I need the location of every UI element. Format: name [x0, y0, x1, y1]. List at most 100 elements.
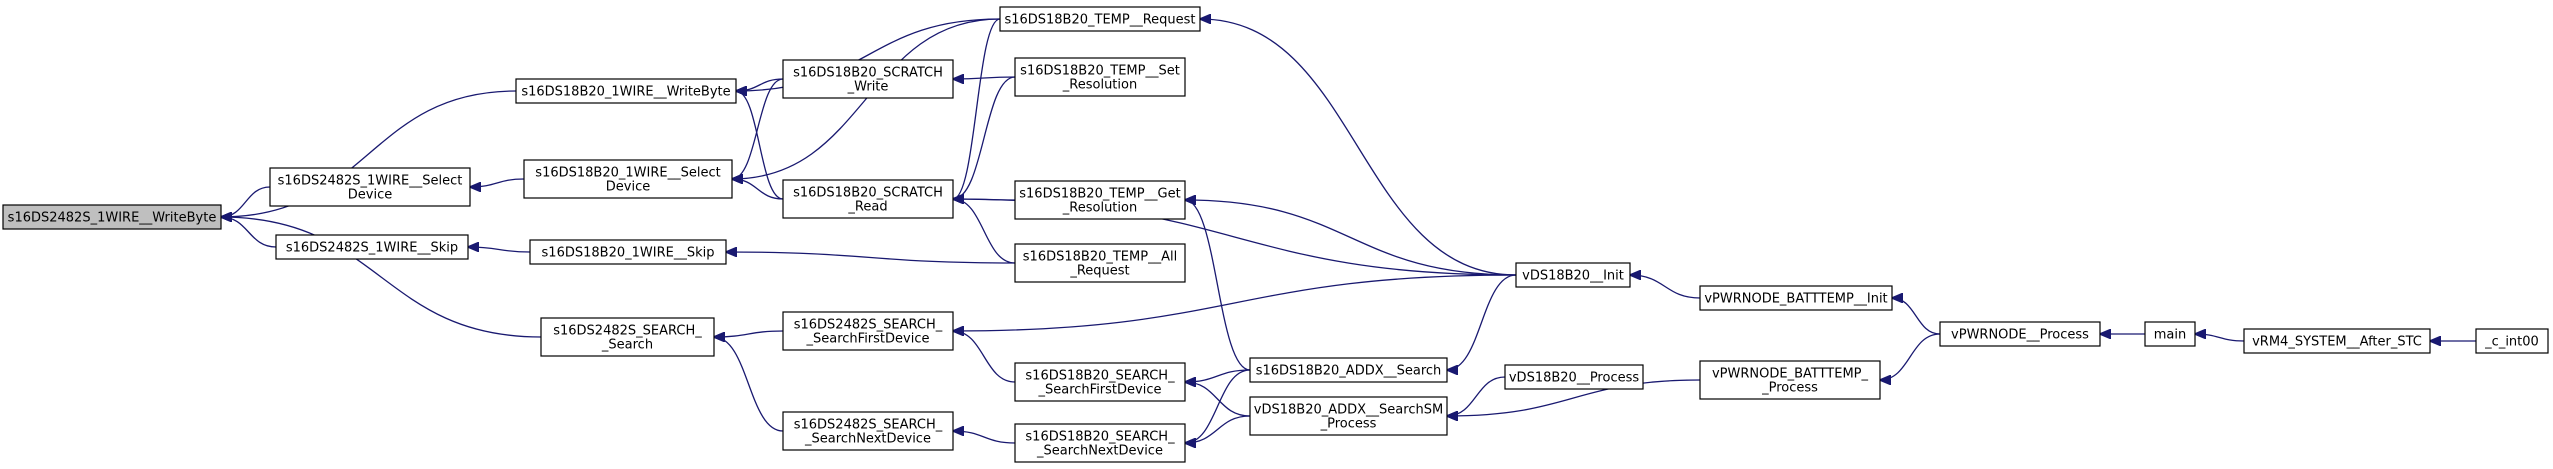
function-node-root[interactable]: s16DS2482S_1WIRE__WriteByte: [2, 204, 222, 230]
function-node-tempreq[interactable]: s16DS18B20_TEMP__Request: [999, 6, 1201, 32]
function-node-label: s16DS2482S_1WIRE__Select: [278, 174, 463, 189]
function-node-label: _Write: [847, 80, 889, 95]
function-node-box: [275, 234, 469, 260]
function-node-label: Device: [606, 180, 650, 195]
function-node-label: vPWRNODE_BATTTEMP__Init: [1704, 292, 1887, 307]
function-node-box: [1699, 360, 1881, 400]
function-node-addxsearch[interactable]: s16DS18B20_ADDX__Search: [1249, 357, 1448, 383]
function-node-pwrproc[interactable]: vPWRNODE__Process: [1939, 321, 2101, 347]
function-node-label: _Read: [847, 200, 887, 215]
function-node-box: [2144, 321, 2196, 347]
call-edge-tempall-to-scratchread: [953, 199, 1016, 264]
function-node-label: _SearchNextDevice: [804, 432, 931, 447]
function-node-label: s16DS18B20_TEMP__All: [1023, 250, 1177, 265]
call-edge-scratchread-to-wb1w: [736, 91, 784, 200]
function-node-label: s16DS18B20_TEMP__Set: [1020, 64, 1180, 79]
call-edge-init18b20-to-tempreq: [1200, 19, 1517, 276]
call-edge-init18b20-to-addxsearch: [1447, 274, 1517, 370]
function-node-box: [529, 239, 727, 265]
function-node-box: [1249, 396, 1448, 436]
function-node-label: vRM4_SYSTEM__After_STC: [2252, 335, 2422, 350]
function-node-first2482[interactable]: s16DS2482S_SEARCH__SearchFirstDevice: [782, 311, 954, 351]
function-node-battproc[interactable]: vPWRNODE_BATTTEMP__Process: [1699, 360, 1881, 400]
call-edge-addxsm-to-first18b20: [1185, 382, 1251, 417]
function-node-label: _Search: [601, 338, 653, 353]
call-edge-tempall-to-skip18b20: [726, 252, 1016, 264]
function-node-label: vPWRNODE_BATTTEMP_: [1712, 367, 1869, 382]
function-node-battinit[interactable]: vPWRNODE_BATTTEMP__Init: [1699, 285, 1893, 311]
call-edge-init18b20-to-tempget: [1185, 200, 1517, 276]
function-node-scratchwrite[interactable]: s16DS18B20_SCRATCH_Write: [782, 59, 954, 99]
function-node-wb1w[interactable]: s16DS18B20_1WIRE__WriteByte: [515, 78, 737, 104]
function-node-label: _SearchFirstDevice: [806, 332, 930, 347]
function-node-next2482[interactable]: s16DS2482S_SEARCH__SearchNextDevice: [782, 411, 954, 451]
function-node-label: vDS18B20__Init: [1522, 269, 1624, 284]
call-edge-search2482-to-root: [221, 217, 542, 338]
function-node-skip18b20[interactable]: s16DS18B20_1WIRE__Skip: [529, 239, 727, 265]
function-node-label: Device: [348, 188, 392, 203]
function-node-label: vDS18B20__Process: [1509, 371, 1640, 386]
function-node-scratchread[interactable]: s16DS18B20_SCRATCH_Read: [782, 179, 954, 219]
function-node-label: s16DS2482S_1WIRE__Skip: [286, 241, 458, 256]
function-node-label: s16DS18B20_TEMP__Request: [1004, 13, 1195, 28]
call-edge-init18b20-to-first2482: [953, 274, 1517, 331]
function-node-tempget[interactable]: s16DS18B20_TEMP__Get_Resolution: [1014, 180, 1186, 220]
call-edge-wb1w-to-root: [221, 90, 517, 217]
function-node-label: s16DS2482S_1WIRE__WriteByte: [8, 211, 217, 226]
function-node-label: _Resolution: [1062, 201, 1137, 216]
call-edge-tempreq-to-seldev18b20: [732, 18, 1001, 179]
function-node-label: main: [2154, 328, 2186, 343]
function-node-box: [782, 411, 954, 451]
function-node-box: [2243, 328, 2431, 354]
function-node-label: s16DS18B20_TEMP__Get: [1019, 187, 1180, 202]
call-edges: [221, 18, 2477, 443]
function-node-addxsm[interactable]: vDS18B20_ADDX__SearchSM_Process: [1249, 396, 1448, 436]
function-nodes: s16DS2482S_1WIRE__WriteByte s16DS18B20_1W…: [2, 6, 2549, 463]
function-node-process18b20[interactable]: vDS18B20__Process: [1504, 364, 1644, 390]
function-node-box: [1014, 362, 1186, 402]
function-node-box: [1014, 180, 1186, 220]
call-edge-scratchwrite-to-seldev18b20: [732, 78, 784, 179]
call-edge-seldev18b20-to-seldev2482: [470, 178, 525, 187]
call-edge-scratchread-to-seldev18b20: [732, 179, 784, 200]
function-node-tempset[interactable]: s16DS18B20_TEMP__Set_Resolution: [1014, 57, 1186, 97]
call-edge-tempreq-to-scratchread: [953, 18, 1001, 199]
function-node-label: s16DS2482S_SEARCH_: [794, 318, 943, 333]
function-node-skip2482[interactable]: s16DS2482S_1WIRE__Skip: [275, 234, 469, 260]
call-edge-pwrproc-to-battinit: [1892, 298, 1941, 335]
call-edge-addxsearch-to-first18b20: [1185, 369, 1251, 382]
function-node-label: s16DS18B20_1WIRE__WriteByte: [521, 85, 730, 100]
function-node-first18b20[interactable]: s16DS18B20_SEARCH__SearchFirstDevice: [1014, 362, 1186, 402]
function-node-main[interactable]: main: [2144, 321, 2196, 347]
function-node-label: s16DS18B20_SCRATCH: [793, 66, 943, 81]
function-node-label: _Process: [1320, 417, 1377, 432]
function-node-label: s16DS18B20_1WIRE__Select: [535, 166, 720, 181]
call-edge-battproc-to-addxsm: [1447, 379, 1701, 416]
function-node-cint[interactable]: _c_int00: [2475, 328, 2549, 354]
call-edge-tempset-to-scratchread: [953, 76, 1016, 199]
function-node-label: s16DS18B20_1WIRE__Skip: [542, 246, 715, 261]
function-node-init18b20[interactable]: vDS18B20__Init: [1515, 262, 1631, 288]
call-edge-addxsm-to-next18b20: [1185, 415, 1251, 443]
function-node-label: _Request: [1069, 264, 1129, 279]
call-edge-first2482-to-search2482: [714, 330, 784, 337]
function-node-search2482[interactable]: s16DS2482S_SEARCH__Search: [540, 317, 715, 357]
function-node-box: [1504, 364, 1644, 390]
function-node-box: [1014, 423, 1186, 463]
function-node-label: s16DS2482S_SEARCH_: [794, 418, 943, 433]
function-node-box: [2475, 328, 2549, 354]
function-node-box: [2, 204, 222, 230]
function-node-box: [1699, 285, 1893, 311]
call-edge-addxsearch-to-tempget: [1185, 200, 1251, 371]
function-node-label: _SearchNextDevice: [1036, 444, 1163, 459]
function-node-box: [1014, 57, 1186, 97]
function-node-rm4[interactable]: vRM4_SYSTEM__After_STC: [2243, 328, 2431, 354]
function-node-box: [782, 179, 954, 219]
function-node-tempall[interactable]: s16DS18B20_TEMP__All_Request: [1014, 243, 1186, 283]
function-node-box: [1014, 243, 1186, 283]
function-node-next18b20[interactable]: s16DS18B20_SEARCH__SearchNextDevice: [1014, 423, 1186, 463]
function-node-box: [782, 59, 954, 99]
